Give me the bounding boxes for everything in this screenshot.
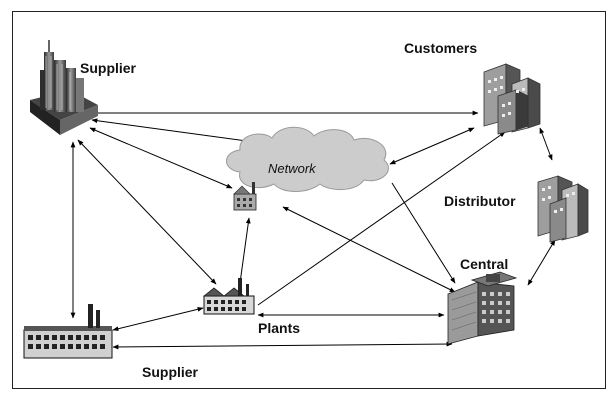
factory-icon xyxy=(202,278,255,315)
arrow-plants-network xyxy=(239,217,251,284)
arrow-plants-supplier xyxy=(112,306,204,332)
label-distributor: Distributor xyxy=(444,193,516,209)
connections xyxy=(70,110,556,350)
office-buildings-icon xyxy=(483,63,541,135)
label-customers: Customers xyxy=(404,40,478,56)
cloud-icon xyxy=(226,126,389,192)
label-network: Network xyxy=(268,161,316,176)
skyscraper-icon xyxy=(30,40,98,135)
small-factory-icon xyxy=(233,182,257,211)
arrow-network-customers xyxy=(389,127,475,165)
arrow-network-central-2 xyxy=(391,182,456,284)
arrow-distributor-central xyxy=(527,239,556,286)
label-plants: Plants xyxy=(258,320,301,336)
arrow-supplier-central xyxy=(112,341,453,350)
arrow-supplier-smallfactory xyxy=(89,127,233,189)
label-central: Central xyxy=(460,256,509,272)
arrow-network-central xyxy=(282,206,456,293)
label-supplier-bottom: Supplier xyxy=(142,364,199,380)
arrow-supplier-plants xyxy=(77,139,217,285)
plant-building-icon xyxy=(23,304,113,359)
arrow-customers-distributor xyxy=(539,127,553,161)
label-supplier-top: Supplier xyxy=(80,60,137,76)
office-buildings-icon xyxy=(537,175,589,243)
office-tower-icon xyxy=(447,271,518,345)
